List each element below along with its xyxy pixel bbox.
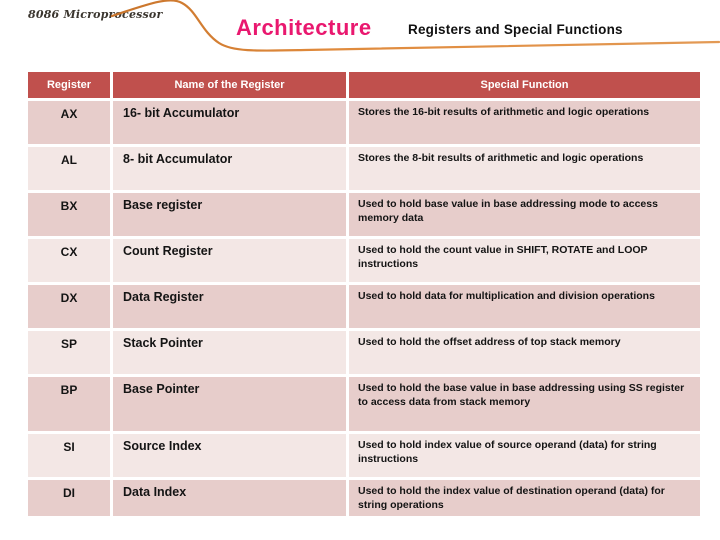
register-cell: BX [28, 193, 110, 236]
table-row: AX 16- bit Accumulator Stores the 16-bit… [28, 101, 700, 144]
register-name-cell: Stack Pointer [113, 331, 346, 374]
register-cell: AX [28, 101, 110, 144]
register-name-cell: Data Register [113, 285, 346, 328]
registers-table: Register Name of the Register Special Fu… [28, 72, 700, 519]
table-row: BP Base Pointer Used to hold the base va… [28, 377, 700, 431]
table-row: BX Base register Used to hold base value… [28, 193, 700, 236]
table-row: SI Source Index Used to hold index value… [28, 434, 700, 477]
register-name-cell: 16- bit Accumulator [113, 101, 346, 144]
special-function-cell: Used to hold the index value of destinat… [349, 480, 700, 516]
register-name-cell: Count Register [113, 239, 346, 282]
register-cell: DX [28, 285, 110, 328]
special-function-cell: Used to hold the offset address of top s… [349, 331, 700, 374]
register-cell: SI [28, 434, 110, 477]
register-cell: DI [28, 480, 110, 516]
table-row: DI Data Index Used to hold the index val… [28, 480, 700, 516]
table-body: AX 16- bit Accumulator Stores the 16-bit… [28, 101, 700, 516]
table-row: DX Data Register Used to hold data for m… [28, 285, 700, 328]
register-name-cell: Source Index [113, 434, 346, 477]
table-row: SP Stack Pointer Used to hold the offset… [28, 331, 700, 374]
register-name-cell: Data Index [113, 480, 346, 516]
table-header-row: Register Name of the Register Special Fu… [28, 72, 700, 98]
special-function-cell: Stores the 8-bit results of arithmetic a… [349, 147, 700, 190]
special-function-cell: Stores the 16-bit results of arithmetic … [349, 101, 700, 144]
register-name-cell: Base register [113, 193, 346, 236]
column-header-name: Name of the Register [113, 72, 346, 98]
register-cell: CX [28, 239, 110, 282]
special-function-cell: Used to hold the base value in base addr… [349, 377, 700, 431]
slide-title: Architecture [236, 15, 372, 40]
table-row: CX Count Register Used to hold the count… [28, 239, 700, 282]
register-cell: SP [28, 331, 110, 374]
register-name-cell: Base Pointer [113, 377, 346, 431]
course-label: 8086 Microprocessor [28, 8, 163, 21]
register-cell: AL [28, 147, 110, 190]
table-row: AL 8- bit Accumulator Stores the 8-bit r… [28, 147, 700, 190]
slide-subtitle: Registers and Special Functions [408, 22, 623, 37]
special-function-cell: Used to hold data for multiplication and… [349, 285, 700, 328]
register-name-cell: 8- bit Accumulator [113, 147, 346, 190]
special-function-cell: Used to hold base value in base addressi… [349, 193, 700, 236]
column-header-register: Register [28, 72, 110, 98]
column-header-function: Special Function [349, 72, 700, 98]
register-cell: BP [28, 377, 110, 431]
special-function-cell: Used to hold index value of source opera… [349, 434, 700, 477]
special-function-cell: Used to hold the count value in SHIFT, R… [349, 239, 700, 282]
